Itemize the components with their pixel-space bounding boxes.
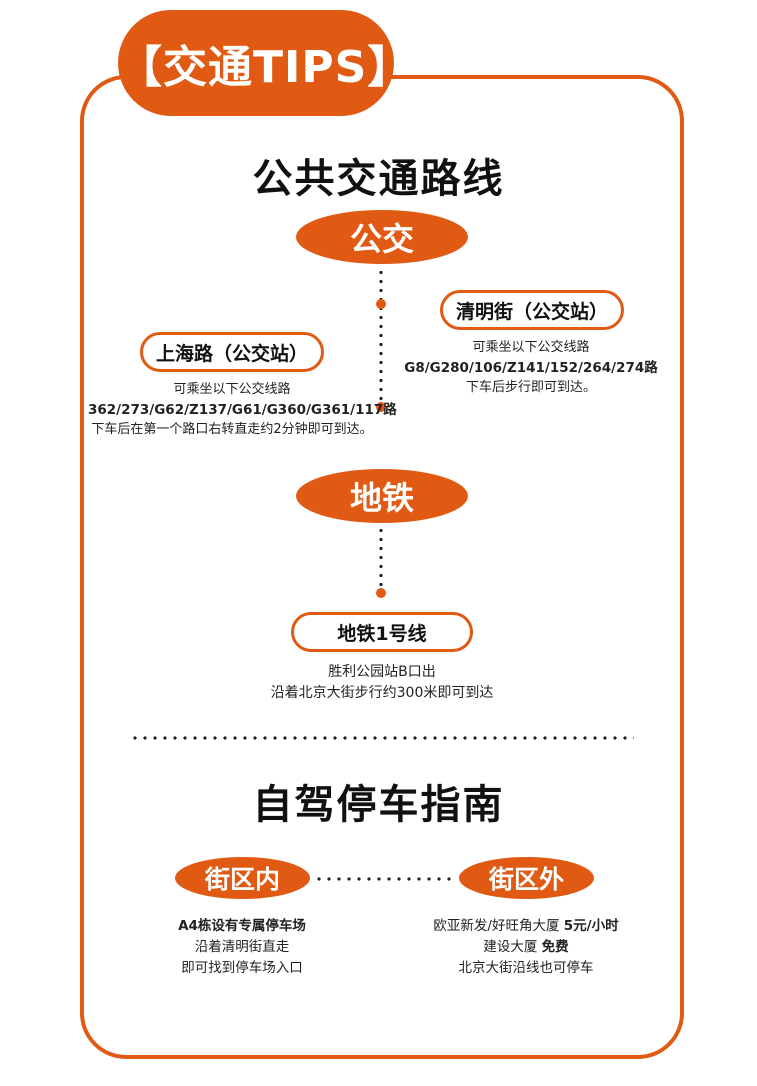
inside-line1: A4栋设有专属停车场 [178, 918, 306, 934]
outside-line2: 建设大厦 免费 [406, 937, 646, 958]
bus-stop-marker-left [376, 402, 386, 412]
bus-stop-marker-right [376, 299, 386, 309]
bus-stop-qingming-info: 可乘坐以下公交线路 G8/G280/106/Z141/152/264/274路 … [400, 338, 662, 398]
inside-line2: 沿着清明街直走 [194, 939, 290, 955]
bus-stop-shanghai-name: 上海路（公交站） [155, 342, 308, 365]
outside-line2-price: 免费 [541, 939, 569, 955]
parking-inside-badge: 街区内 [175, 857, 310, 899]
metro-dotted-line [379, 526, 383, 592]
inside-line3: 即可找到停车场入口 [181, 960, 303, 976]
shanghai-line3: 下车后在第一个路口右转直走约2分钟即可到达。 [91, 422, 373, 437]
shanghai-routes: 362/273/G62/Z137/G61/G360/G361/117路 [88, 402, 397, 418]
parking-inside-label: 街区内 [204, 865, 280, 894]
parking-inside-info: A4栋设有专属停车场 沿着清明街直走 即可找到停车场入口 [142, 916, 342, 979]
qingming-routes: G8/G280/106/Z141/152/264/274路 [404, 360, 658, 376]
qingming-line3: 下车后步行即可到达。 [465, 380, 596, 395]
metro-label: 地铁 [349, 479, 414, 517]
metro-line-name: 地铁1号线 [337, 622, 427, 645]
metro-line2: 沿着北京大街步行约300米即可到达 [270, 685, 494, 701]
outside-line1-price: 5元/小时 [563, 918, 619, 934]
metro-info: 胜利公园站B口出 沿着北京大街步行约300米即可到达 [232, 662, 532, 704]
bus-label: 公交 [349, 220, 414, 258]
metro-line1: 胜利公园站B口出 [328, 664, 436, 680]
header-title-badge: 【交通TIPS】 [118, 10, 413, 116]
metro-marker [376, 588, 386, 598]
parking-outside-label: 街区外 [488, 865, 564, 894]
outside-line2-text: 建设大厦 [483, 939, 542, 955]
shanghai-line1: 可乘坐以下公交线路 [173, 382, 291, 397]
transit-section-title: 公共交通路线 [252, 156, 505, 202]
qingming-line1: 可乘坐以下公交线路 [472, 340, 590, 355]
parking-outside-badge: 街区外 [459, 857, 594, 899]
header-title: 【交通TIPS】 [118, 42, 413, 93]
bus-stop-qingming-name: 清明街（公交站） [455, 300, 608, 323]
section-divider [130, 736, 634, 740]
parking-outside-info: 欧亚新发/好旺角大厦 5元/小时 建设大厦 免费 北京大街沿线也可停车 [406, 916, 646, 979]
outside-line1: 欧亚新发/好旺角大厦 5元/小时 [406, 916, 646, 937]
bus-dotted-line [379, 268, 383, 406]
parking-dotted-connector [314, 877, 454, 881]
bus-label-badge: 公交 [296, 210, 468, 264]
bus-stop-shanghai-info: 可乘坐以下公交线路 362/273/G62/Z137/G61/G360/G361… [88, 380, 397, 440]
outside-line3: 北京大街沿线也可停车 [458, 960, 594, 976]
metro-line-badge: 地铁1号线 [291, 612, 473, 652]
parking-section-title: 自驾停车指南 [252, 782, 505, 828]
bus-stop-qingming: 清明街（公交站） [440, 290, 624, 330]
bus-stop-shanghai: 上海路（公交站） [140, 332, 324, 372]
outside-line1-text: 欧亚新发/好旺角大厦 [433, 918, 564, 934]
metro-label-badge: 地铁 [296, 469, 468, 523]
